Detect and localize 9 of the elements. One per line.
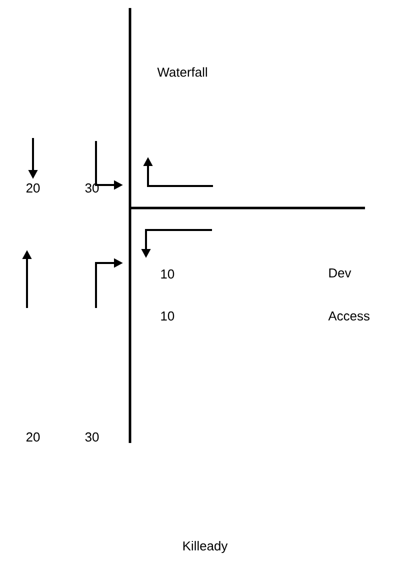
road-label: 20 [26,432,40,442]
road-label: Waterfall [157,67,207,77]
road-label: Access [328,312,370,321]
road-label: 10 [161,311,174,321]
road-label: 10 [161,269,174,279]
road-label: 30 [85,432,99,442]
road-label: Killeady [183,540,228,554]
road-label: 20 [26,183,40,193]
road-label: Dev [329,268,352,278]
